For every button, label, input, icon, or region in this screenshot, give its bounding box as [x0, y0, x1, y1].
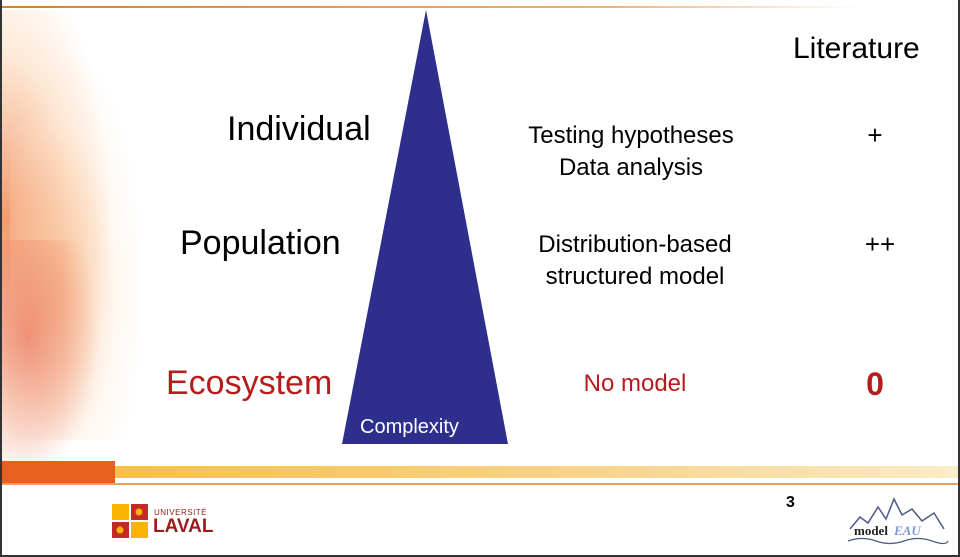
svg-text:EAU: EAU [893, 523, 921, 538]
frame-border [958, 0, 960, 557]
desc-population: Distribution-based structured model [500, 229, 770, 293]
desc-individual-line2: Data analysis [558, 154, 704, 181]
laval-shield-icon [112, 504, 148, 538]
frame-border [0, 0, 2, 557]
universite-laval-logo: UNIVERSITÉ LAVAL [112, 502, 242, 542]
literature-header: Literature [793, 32, 920, 65]
desc-population-line1: Distribution-based [538, 231, 732, 258]
desc-individual: Testing hypotheses Data analysis [496, 120, 766, 184]
desc-individual-line1: Testing hypotheses [528, 122, 734, 149]
footer-band-yellow [115, 466, 960, 478]
flame-decoration [0, 240, 100, 480]
level-individual: Individual [227, 110, 371, 148]
literature-population: ++ [864, 229, 896, 259]
top-divider [0, 6, 860, 8]
laval-small-text: UNIVERSITÉ [154, 508, 208, 517]
desc-ecosystem: No model [583, 370, 687, 397]
complexity-label: Complexity [360, 416, 459, 438]
level-population: Population [180, 224, 341, 262]
footer-band-orange [0, 461, 115, 483]
laval-big-text: LAVAL [153, 516, 214, 537]
pyramid-shape [342, 10, 508, 444]
complexity-pyramid [342, 10, 508, 444]
literature-individual: + [867, 120, 883, 150]
level-ecosystem: Ecosystem [166, 364, 333, 402]
svg-text:model: model [854, 523, 888, 538]
literature-ecosystem: 0 [866, 366, 884, 402]
footer-divider [0, 483, 960, 485]
modeleau-logo: model EAU [847, 497, 949, 545]
frame-border [0, 555, 960, 557]
page-number: 3 [786, 494, 795, 511]
desc-population-line2: structured model [545, 263, 725, 290]
